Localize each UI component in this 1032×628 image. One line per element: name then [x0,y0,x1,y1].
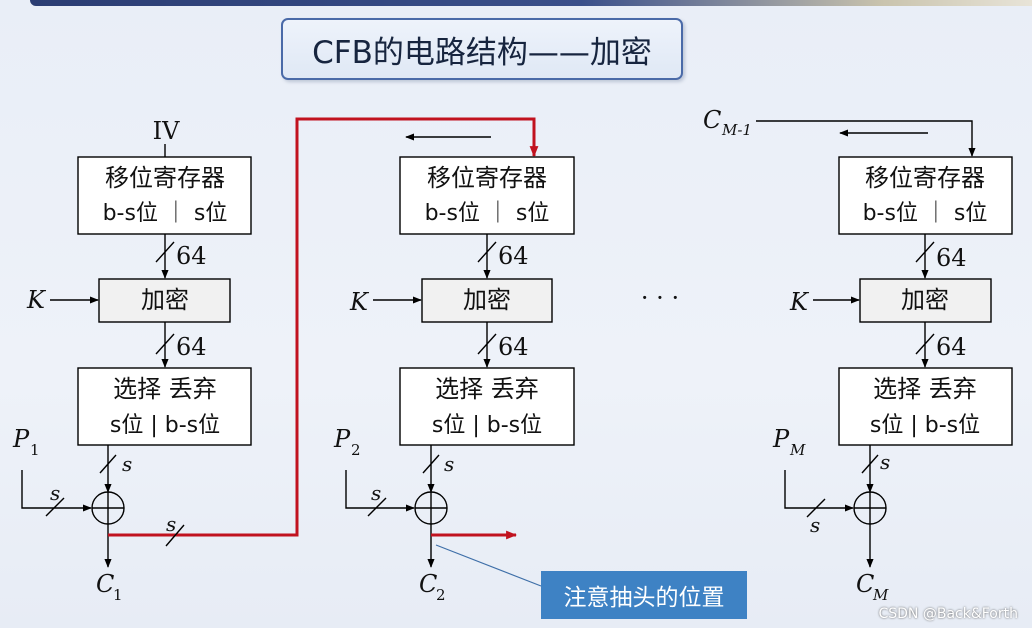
s-label-c-1: s [166,512,176,536]
slash-s-b-m [806,498,826,518]
shift-register-2 [399,156,575,235]
encrypt-box-2 [421,278,553,323]
plaintext-m-line [784,470,854,512]
feedback-label-m: C [703,106,721,134]
plaintext-2-sub: 2 [351,441,361,459]
shift-register-m [838,156,1013,235]
slash-64-b-2 [477,333,497,355]
plaintext-m: P [772,425,790,453]
s-label-b-1: s [50,481,60,505]
encrypt-box-1 [98,278,231,323]
feedback-line-m [756,120,976,157]
key-label-m: K [789,288,810,316]
bits-64-b-m: 64 [936,333,967,361]
s-label-a-1: s [122,452,132,476]
s-label-b-2: s [371,481,381,505]
slash-64-b-1 [155,333,175,355]
watermark: CSDN @Back&Forth [878,606,1018,622]
shift-register-1-line2: b-s位 ｜ s位 [103,201,228,226]
stage-2: 移位寄存器 b-s位 ｜ s位 64 K 加密 64 选择 丢弃 s位 | b-… [333,133,575,604]
plaintext-2: P [333,425,351,453]
ciphertext-2-sub: 2 [436,586,446,604]
encrypt-label-2: 加密 [463,286,511,314]
s-label-a-2: s [444,452,454,476]
ciphertext-m-sub: M [872,586,889,604]
slash-s-a-m [861,454,879,474]
encrypt-label-m: 加密 [901,286,949,314]
select-box-1-line2: s位 | b-s位 [110,413,220,438]
plaintext-1-line [21,470,92,512]
select-box-m-line2: s位 | b-s位 [870,413,980,438]
stage-m: C M-1 移位寄存器 b-s位 ｜ s位 64 K 加密 64 选择 丢弃 s… [703,106,1013,604]
stage-1: IV 移位寄存器 b-s位 ｜ s位 64 K 加密 64 选择 丢弃 s位 |… [12,117,539,604]
select-box-2-line1: 选择 丢弃 [435,375,539,403]
bits-64-a-1: 64 [176,242,207,270]
s-label-b-m: s [810,513,820,537]
s-label-a-m: s [880,450,890,474]
bits-64-a-m: 64 [936,244,967,272]
slash-64-b-m [915,333,935,355]
slash-s-b-2 [367,497,387,517]
top-decoration-bar [30,0,1032,6]
key-label-1: K [26,286,47,314]
slash-s-c-1 [165,524,185,547]
select-box-2 [399,367,575,446]
slash-s-a-1 [99,454,117,474]
shift-register-m-line1: 移位寄存器 [865,164,985,192]
slash-64-a-1 [155,241,175,263]
select-box-1 [77,367,252,446]
bits-64-a-2: 64 [498,242,529,270]
ciphertext-m: C [856,570,874,598]
ellipsis: · · · [641,284,679,312]
plaintext-2-line [345,470,415,512]
shift-register-2-line2: b-s位 ｜ s位 [425,201,550,226]
shift-register-2-line1: 移位寄存器 [427,164,547,192]
plaintext-1: P [12,425,30,453]
feedback-path-1-to-2 [108,117,539,537]
select-box-1-line1: 选择 丢弃 [113,375,217,403]
tap-position-callout: 注意抽头的位置 [541,571,747,619]
select-box-m-line1: 选择 丢弃 [873,375,977,403]
ciphertext-1: C [96,570,114,598]
key-label-2: K [349,288,370,316]
slash-64-a-m [915,241,935,263]
select-box-2-line2: s位 | b-s位 [432,413,542,438]
feedback-label-m-sub: M-1 [721,121,752,139]
shift-register-1 [77,156,252,235]
encrypt-label-1: 加密 [141,286,189,314]
plaintext-m-sub: M [789,441,806,459]
bits-64-b-1: 64 [176,333,207,361]
iv-label: IV [153,117,180,145]
slash-64-a-2 [477,241,497,263]
shift-register-1-line1: 移位寄存器 [105,164,225,192]
shift-register-m-line2: b-s位 ｜ s位 [863,201,988,226]
ciphertext-2: C [419,570,437,598]
select-box-m [838,367,1013,446]
slash-s-a-2 [422,454,440,474]
callout-pointer [435,544,542,587]
slide-title: CFB的电路结构——加密 [312,34,652,71]
title-box: CFB的电路结构——加密 [281,18,683,80]
bits-64-b-2: 64 [498,333,529,361]
plaintext-1-sub: 1 [30,441,40,459]
ciphertext-1-sub: 1 [113,586,123,604]
slash-s-b-1 [45,497,65,517]
